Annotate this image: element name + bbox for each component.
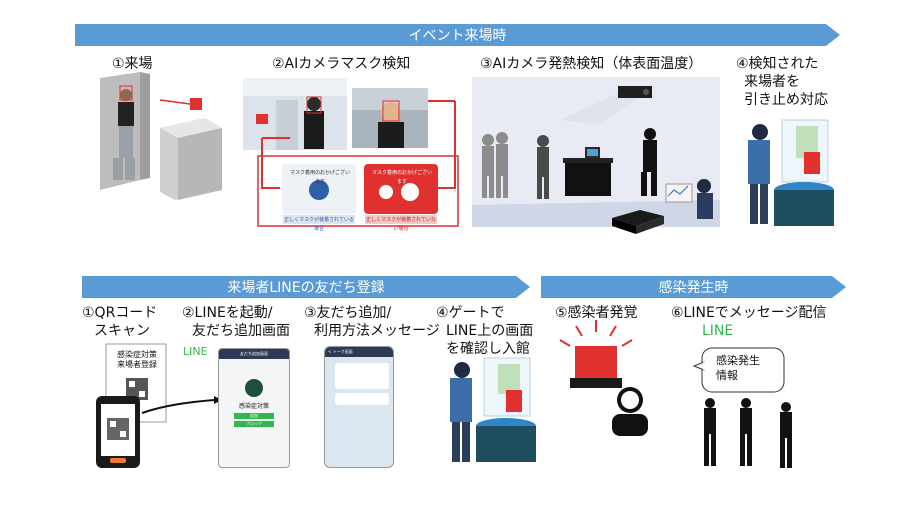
line-label-right: LINE [702, 323, 734, 339]
step-bottom-2-label: ②LINEを起動/ 友だち追加画面 [182, 304, 290, 340]
alert-screen [804, 152, 820, 174]
step-bottom-1-label: ①QRコード スキャン [82, 304, 157, 340]
edge-device [612, 210, 664, 226]
step-top-2-label: ②AIカメラマスク検知 [272, 56, 411, 72]
mask-ng-card [364, 164, 438, 214]
phone3-message-bubble-2 [335, 393, 389, 405]
speech-bubble-line-1: 感染発生 [716, 354, 760, 367]
phone3-header: < トーク画面 [325, 347, 393, 357]
step-bottom-4-line-2: LINE上の画面 [446, 323, 534, 339]
step-top-4-line-2: 来場者を [744, 74, 800, 90]
poster-line-1: 感染症対策 [117, 350, 157, 359]
mask-ok-title: マスク着用のおかげございます [289, 170, 350, 185]
phone2-avatar [245, 379, 263, 397]
phone3-message-bubble-1 [335, 363, 389, 389]
mask-ng-title: マスク着用のおかげございます [371, 170, 432, 185]
step-bottom-1-line-2: スキャン [94, 323, 150, 339]
thermal-camera-icon [618, 86, 652, 98]
step-bottom-3-line-2: 利用方法メッセージ [314, 323, 440, 339]
step-bottom-4-label: ④ゲートで LINE上の画面 を確認し入館 [436, 304, 533, 358]
step-bottom-2-line-2: 友だち追加画面 [192, 323, 290, 339]
step-top-3-label: ③AIカメラ発熱検知（体表面温度） [480, 56, 703, 72]
mask-ok-caption: 正しくマスクが装着されている場合 [284, 217, 354, 232]
step-bottom-3-line-1: ③友だち追加/ [304, 305, 392, 321]
speech-bubble [701, 347, 785, 393]
step-top-1-label: ①来場 [112, 56, 153, 72]
banner-event-arrival: イベント来場時 [75, 24, 840, 46]
step-top-4-line-3: 引き止め対応 [744, 92, 828, 108]
step-bottom-2-line-1: ②LINEを起動/ [182, 305, 273, 321]
speech-bubble-line-2: 情報 [716, 369, 738, 382]
mask-ng-caption: 正しくマスクが装着されていない場合 [366, 217, 436, 232]
step-bottom-3-label: ③友だち追加/ 利用方法メッセージ [304, 304, 440, 340]
phone2-block-button[interactable]: ブロック [234, 421, 274, 427]
step-bottom-5-label: ⑤感染者発覚 [555, 305, 638, 321]
line-talk-phone: < トーク画面 [324, 346, 394, 468]
banner-line-friend-registration: 来場者LINEの友だち登録 [82, 276, 530, 298]
phone2-name: 感染症対策 [238, 403, 269, 410]
step-bottom-4-line-1: ④ゲートで [436, 305, 505, 321]
recipients-group [704, 398, 792, 468]
gate-screen [506, 390, 522, 412]
line-add-friend-phone: 友だち追加画面 感染症対策 追加 ブロック [218, 348, 290, 468]
thermal-camera-icon [190, 98, 202, 110]
step-bottom-4-line-3: を確認し入館 [446, 341, 530, 357]
alarm-light-icon [575, 346, 617, 378]
step-bottom-6-label: ⑥LINEでメッセージ配信 [671, 305, 827, 321]
visitor-head [120, 89, 132, 101]
banner-infection-occurrence: 感染発生時 [541, 276, 846, 298]
phone2-add-button[interactable]: 追加 [234, 413, 274, 419]
phone2-header: 友だち追加画面 [219, 349, 289, 359]
reception-desk [565, 162, 611, 196]
line-label-left: LINE [183, 345, 208, 358]
speech-bubble-text: 感染発生 情報 [716, 353, 760, 383]
step-bottom-1-line-1: ①QRコード [82, 305, 158, 321]
poster-text: 感染症対策 来場者登録 [108, 350, 166, 370]
poster-line-2: 来場者登録 [117, 360, 157, 369]
step-top-4-label: ④検知された 来場者を 引き止め対応 [736, 55, 828, 109]
step-top-4-line-1: ④検知された [736, 56, 819, 72]
